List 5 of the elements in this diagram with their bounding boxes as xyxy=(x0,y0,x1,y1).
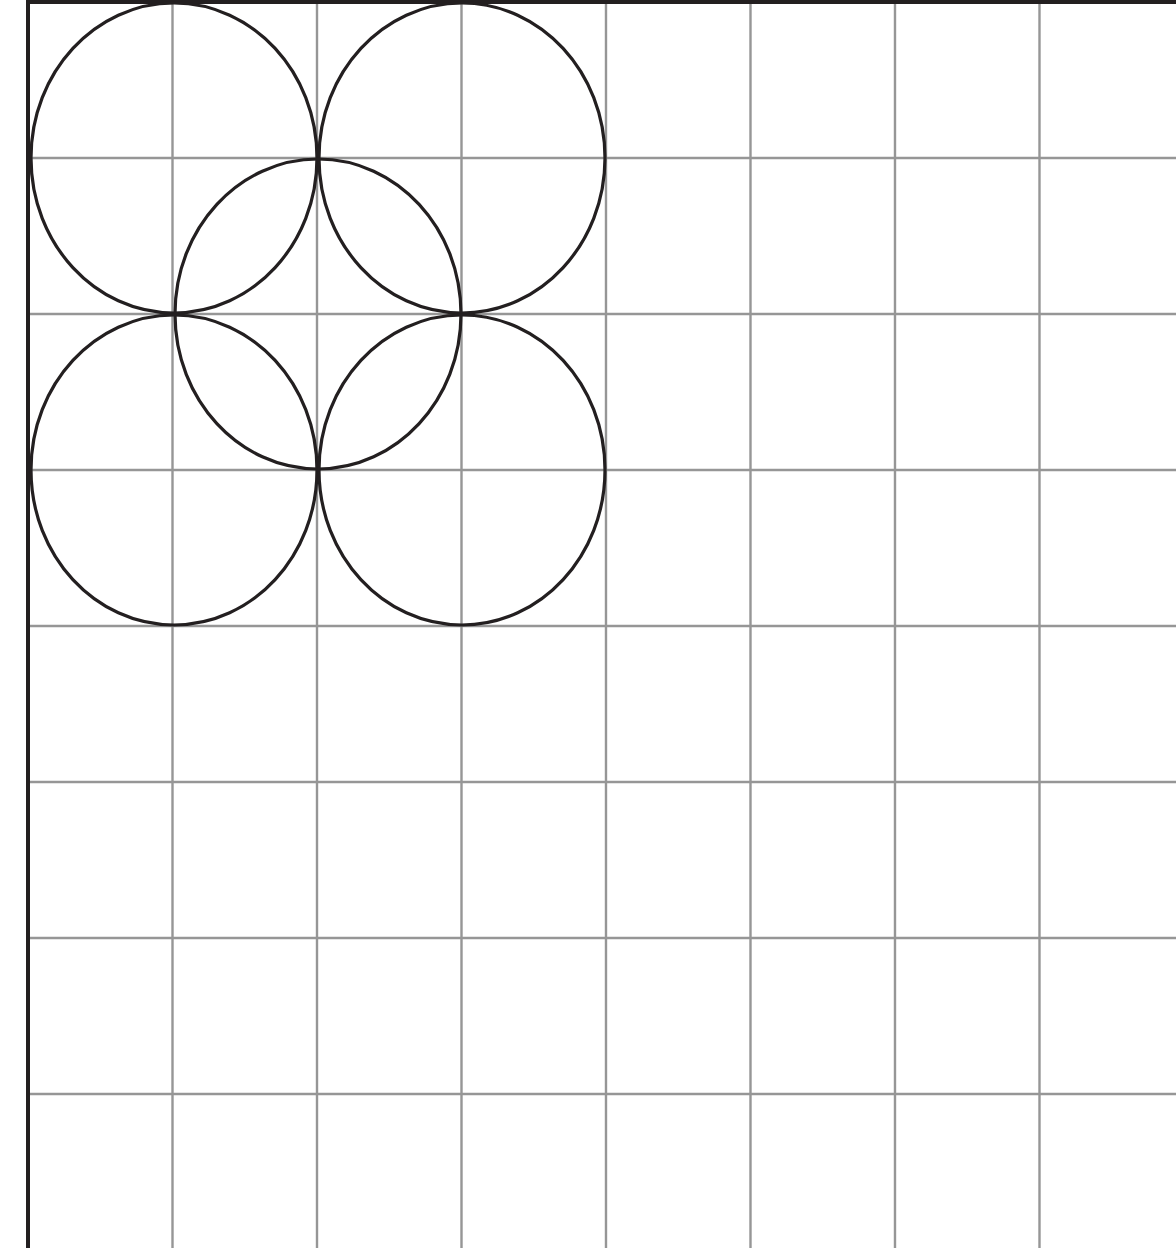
circle xyxy=(317,313,607,627)
circle xyxy=(173,157,463,471)
circle xyxy=(29,313,319,627)
circle xyxy=(317,1,607,315)
circle xyxy=(29,1,319,315)
